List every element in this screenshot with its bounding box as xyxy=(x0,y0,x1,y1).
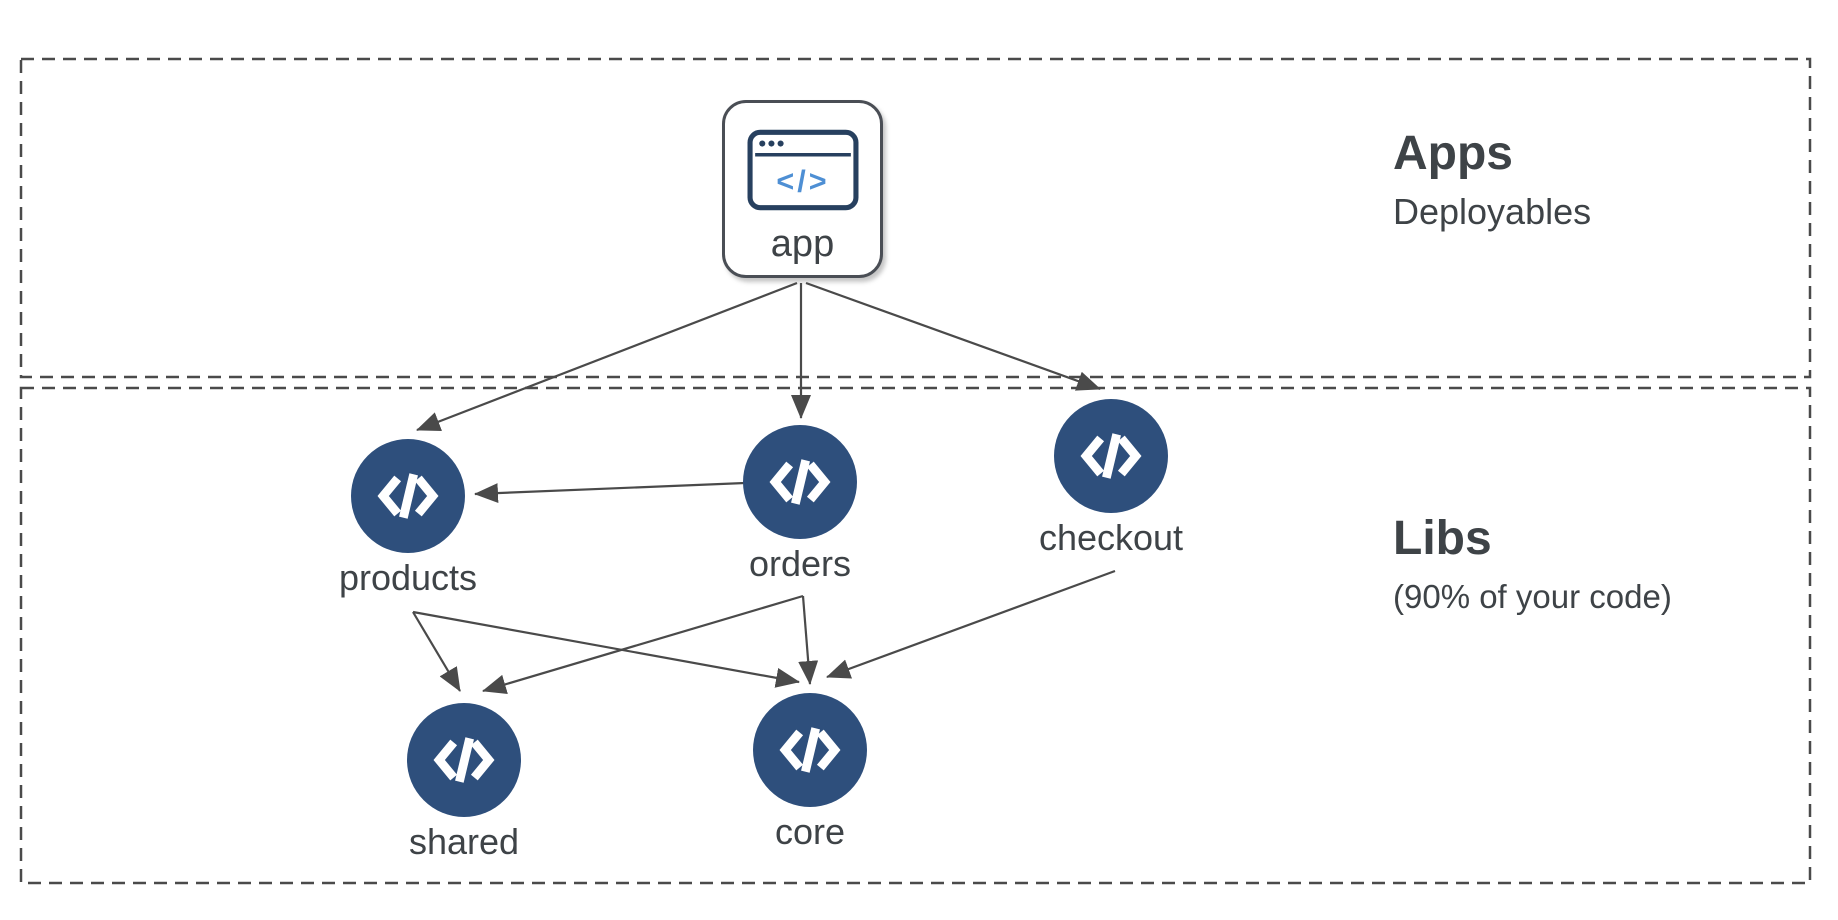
code-icon xyxy=(769,459,831,505)
node-label-checkout: checkout xyxy=(1038,517,1184,558)
code-icon xyxy=(433,737,495,783)
node-label-app: app xyxy=(770,223,835,265)
window-dot-icon xyxy=(767,140,774,147)
libs-region-label: Libs (90% of your code) xyxy=(1393,512,1672,619)
node-label-orders: orders xyxy=(748,543,852,584)
node-label-shared: shared xyxy=(408,821,520,862)
node-label-products: products xyxy=(338,557,478,598)
edge-orders-to-core xyxy=(798,595,819,685)
window-dot-icon xyxy=(758,140,765,147)
node-shared xyxy=(407,703,521,817)
edge-orders-to-products xyxy=(474,481,746,504)
edge-checkout-to-core xyxy=(826,569,1116,679)
window-dot-icon xyxy=(777,140,784,147)
node-orders xyxy=(743,425,857,539)
node-checkout xyxy=(1054,399,1168,513)
libs-region-title: Libs xyxy=(1393,512,1492,565)
edge-products-to-core xyxy=(412,610,800,688)
node-products xyxy=(351,439,465,553)
edge-app-to-products xyxy=(416,281,798,432)
apps-region-title: Apps xyxy=(1393,127,1513,180)
edge-orders-to-shared xyxy=(482,594,804,695)
node-core xyxy=(753,693,867,807)
code-glyph: </> xyxy=(776,164,829,198)
code-icon xyxy=(377,473,439,519)
libs-region-outline xyxy=(19,386,1812,885)
edge-products-to-shared xyxy=(412,611,461,692)
libs-region-subtitle: (90% of your code) xyxy=(1393,577,1672,615)
browser-code-icon: </> xyxy=(747,129,858,211)
apps-region-label: Apps Deployables xyxy=(1393,127,1592,236)
edge-app-to-checkout xyxy=(805,281,1101,391)
node-app: </> app xyxy=(722,100,883,278)
apps-region-subtitle: Deployables xyxy=(1393,190,1592,232)
code-icon xyxy=(779,727,841,773)
code-icon xyxy=(1080,433,1142,479)
apps-region-outline xyxy=(19,57,1812,379)
node-label-core: core xyxy=(774,811,846,852)
